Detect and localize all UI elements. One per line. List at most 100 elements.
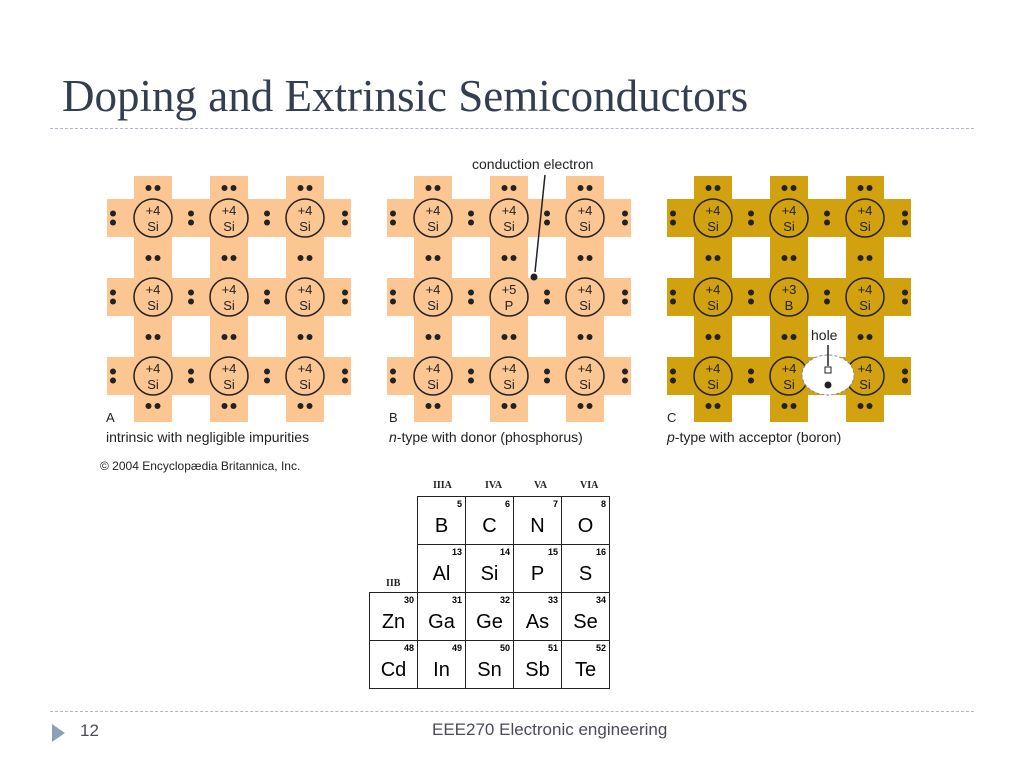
electron-pair: [110, 368, 116, 375]
atomic-number: 50: [499, 643, 510, 653]
atom-core: [209, 277, 249, 317]
electron-pair: [434, 403, 441, 409]
atom-symbol: Si: [427, 377, 439, 392]
electron-pair: [670, 219, 676, 226]
atom-core: [133, 277, 173, 317]
electron-pair: [857, 334, 864, 340]
atomic-number: 30: [403, 595, 414, 605]
electron-pair: [781, 334, 788, 340]
slide-title: Doping and Extrinsic Semiconductors: [62, 71, 749, 121]
electron-pair: [510, 334, 517, 340]
atom-charge: +4: [706, 282, 721, 297]
atom-symbol: Si: [707, 377, 719, 392]
electron-pair: [705, 334, 712, 340]
group-label-va: VA: [534, 480, 548, 491]
atom-symbol: Si: [859, 219, 871, 234]
electron-pair: [586, 185, 593, 191]
electron-pair: [425, 334, 432, 340]
atom-charge: +3: [782, 282, 797, 297]
electron-pair: [390, 210, 396, 217]
electron-pair: [824, 219, 830, 226]
atom-core: [285, 277, 325, 317]
panel-c-letter: C: [667, 410, 677, 425]
electron-pair: [670, 210, 676, 217]
electron-pair: [425, 255, 432, 261]
electron-pair: [264, 298, 270, 305]
atom-symbol: Si: [147, 377, 159, 392]
atom-charge: +4: [298, 282, 313, 297]
atom-symbol: Si: [427, 298, 439, 313]
electron-pair: [154, 403, 161, 409]
electron-pair: [748, 298, 754, 305]
atom-symbol: Si: [707, 298, 719, 313]
group-label-iib: IIB: [386, 578, 401, 589]
atom-core: [845, 198, 885, 238]
atom-core: [489, 356, 529, 396]
atom-core: [693, 198, 733, 238]
page-number: 12: [80, 721, 99, 740]
electron-pair: [221, 334, 228, 340]
electron-pair: [781, 185, 788, 191]
electron-pair: [297, 403, 304, 409]
electron-pair: [230, 334, 237, 340]
atom-core: [565, 356, 605, 396]
electron-pair: [544, 298, 550, 305]
element-symbol: Ga: [428, 611, 455, 633]
atomic-number: 7: [552, 499, 558, 509]
footer-divider: [50, 711, 974, 712]
electron-pair: [714, 255, 721, 261]
element-symbol: C: [482, 515, 497, 537]
electron-pair: [264, 219, 270, 226]
atomic-number: 51: [547, 643, 558, 653]
electron-pair: [577, 185, 584, 191]
electron-pair: [264, 368, 270, 375]
atom-charge: +4: [858, 282, 873, 297]
electron-pair: [670, 298, 676, 305]
electron-pair: [390, 298, 396, 305]
atomic-number: 5: [456, 499, 462, 509]
electron-pair: [622, 377, 628, 384]
atomic-number: 13: [451, 547, 462, 557]
electron-pair: [705, 255, 712, 261]
atom-core: [769, 277, 809, 317]
atom-charge: +4: [146, 282, 161, 297]
electron-pair: [188, 298, 194, 305]
electron-pair: [425, 185, 432, 191]
atomic-number: 33: [547, 595, 558, 605]
copyright-notice: © 2004 Encyclopædia Britannica, Inc.: [100, 459, 301, 473]
semiconductor-lattice-figure: +4Si+4Si+4Si+4Si+4Si+4Si+4Si+4Si+4Si+4Si…: [107, 174, 911, 422]
electron-pair: [501, 334, 508, 340]
hole-region: [801, 354, 855, 396]
atom-core: [489, 198, 529, 238]
electron-pair: [468, 219, 474, 226]
electron-pair: [434, 255, 441, 261]
electron-pair: [577, 334, 584, 340]
electron-pair: [390, 368, 396, 375]
electron-pair: [748, 289, 754, 296]
atom-symbol: Si: [783, 219, 795, 234]
atom-symbol: Si: [223, 298, 235, 313]
element-symbol: Te: [574, 659, 597, 681]
electron-pair: [145, 255, 152, 261]
electron-pair: [342, 368, 348, 375]
electron-pair: [390, 289, 396, 296]
element-symbol: O: [577, 515, 594, 537]
atom-symbol: Si: [859, 377, 871, 392]
electron-pair: [866, 185, 873, 191]
electron-pair: [748, 377, 754, 384]
electron-pair: [705, 185, 712, 191]
atom-symbol: Si: [859, 298, 871, 313]
atom-core: [209, 356, 249, 396]
electron-pair: [306, 403, 313, 409]
electron-pair: [748, 210, 754, 217]
electron-pair: [586, 255, 593, 261]
atom-core: [413, 277, 453, 317]
